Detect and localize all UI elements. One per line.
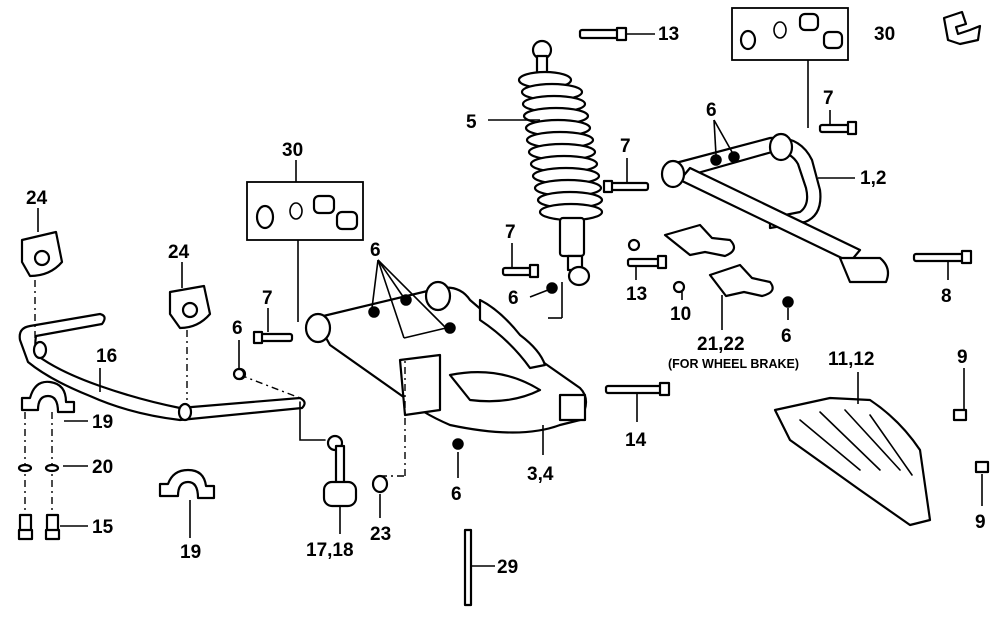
callout-6-center: 6 (370, 240, 381, 261)
front-direction-arrow-icon (942, 10, 982, 46)
stabilizer-bracket-bottom (158, 468, 216, 538)
callout-24-left: 24 (26, 188, 48, 209)
bracket-bolts (17, 463, 61, 541)
callout-29: 29 (497, 557, 518, 578)
callout-19-left: 19 (92, 412, 113, 433)
callout-7-center: 7 (505, 222, 516, 243)
callout-30-left: 30 (282, 140, 303, 161)
callout-labels: 13 30 7 5 6 7 1,2 30 24 24 6 7 6 13 8 7 … (26, 24, 986, 578)
coil-spring (520, 82, 604, 222)
skid-plate (773, 372, 932, 527)
callout-15: 15 (92, 517, 114, 538)
callout-17-18: 17,18 (306, 540, 354, 561)
callout-20: 20 (92, 457, 113, 478)
callout-8: 8 (941, 286, 952, 307)
callout-1-2: 1,2 (860, 168, 886, 189)
callout-6-top: 6 (706, 100, 717, 121)
upper-control-arm (660, 132, 890, 284)
callout-7-right: 7 (823, 88, 834, 109)
stabilizer-link (233, 360, 406, 534)
callout-16: 16 (96, 346, 117, 367)
callout-23: 23 (370, 524, 391, 545)
shock-absorber (517, 39, 604, 319)
callout-6-right: 6 (781, 326, 792, 347)
callout-24-mid: 24 (168, 242, 190, 263)
callout-14: 14 (625, 430, 647, 451)
callout-10: 10 (670, 304, 691, 325)
stabilizer-bushing-left (20, 230, 64, 340)
bolts (252, 26, 990, 607)
callout-3-4: 3,4 (527, 464, 554, 485)
callout-13-top: 13 (658, 24, 679, 45)
note-for-wheel-brake: (FOR WHEEL BRAKE) (668, 357, 799, 371)
lower-control-arm (304, 280, 588, 455)
callout-7-mid: 7 (620, 136, 631, 157)
callout-11-12: 11,12 (828, 349, 875, 370)
callout-6-bottom: 6 (451, 484, 462, 505)
stabilizer-bar (18, 312, 306, 422)
callout-6-left: 6 (232, 318, 243, 339)
callout-7-left: 7 (262, 288, 273, 309)
bushing-kit-box-left (246, 181, 364, 322)
callout-5: 5 (466, 112, 477, 133)
leader-lines (37, 33, 983, 567)
callout-6-shock: 6 (508, 288, 519, 309)
stabilizer-bushing-mid (168, 284, 212, 400)
callout-21-22: 21,22 (697, 334, 745, 355)
callout-9-bottom: 9 (975, 512, 986, 533)
callout-30-right: 30 (874, 24, 895, 45)
bushing-kit-box-right (731, 7, 849, 128)
brake-line-brackets (663, 223, 774, 330)
callout-19-bottom: 19 (180, 542, 201, 563)
callout-9-top: 9 (957, 347, 968, 368)
callout-13-mid: 13 (626, 284, 647, 305)
stabilizer-bracket-left (20, 380, 76, 520)
